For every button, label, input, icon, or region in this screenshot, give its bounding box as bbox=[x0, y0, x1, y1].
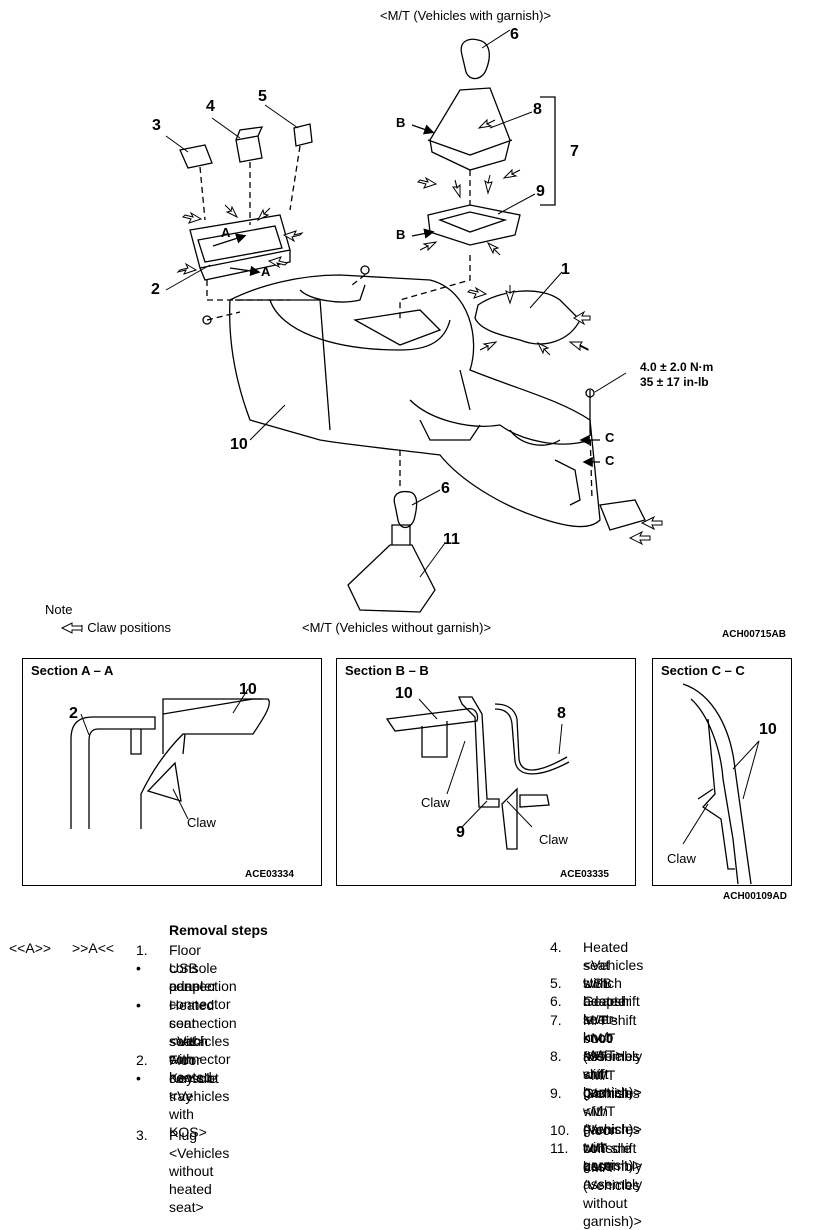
section-marker-a2: A bbox=[261, 264, 271, 279]
section-c-claw: Claw bbox=[667, 851, 696, 866]
step-text: Key slot <Vehicles with KOS> bbox=[169, 1070, 230, 1140]
caption-with-garnish: <M/T (Vehicles with garnish)> bbox=[380, 8, 551, 23]
section-a-title: Section A – A bbox=[31, 663, 114, 678]
step-number: 4. bbox=[550, 939, 562, 955]
diagram-code-main: ACH00715AB bbox=[722, 629, 786, 640]
section-a-box: Section A – A 2 10 Claw ACE03334 bbox=[22, 658, 322, 886]
section-b-drawing bbox=[385, 696, 570, 850]
section-c-drawing bbox=[682, 683, 760, 885]
step-number: 6. bbox=[550, 993, 562, 1009]
garnish-shape bbox=[427, 204, 521, 246]
step-text: Heated seat switch connector bbox=[169, 997, 231, 1067]
section-b-label-10: 10 bbox=[395, 685, 413, 702]
step-number: 3. bbox=[136, 1127, 148, 1143]
callout-9: 9 bbox=[536, 183, 545, 200]
section-marker-b1: B bbox=[396, 115, 406, 130]
step-text: Plug bbox=[169, 1127, 198, 1143]
torque-nm: 4.0 ± 2.0 N·m bbox=[640, 360, 714, 374]
step-text: <M/T (Vehicles with garnish)> bbox=[583, 1103, 642, 1173]
step-text: Floor console assembly bbox=[583, 1122, 643, 1174]
section-marker-c1: C bbox=[605, 430, 615, 445]
section-c-box: Section C – C 10 Claw bbox=[652, 658, 792, 886]
callout-8: 8 bbox=[533, 101, 542, 118]
knob-top-shape bbox=[460, 38, 490, 80]
removal-steps-title: Removal steps bbox=[169, 922, 268, 938]
section-b-label-9: 9 bbox=[456, 824, 465, 841]
section-a-drawing bbox=[70, 688, 270, 829]
callout-6-top: 6 bbox=[510, 26, 519, 43]
section-marker-c2: C bbox=[605, 453, 615, 468]
step-number: • bbox=[136, 1070, 141, 1086]
step-text: <M/T (Vehicles without garnish)> bbox=[583, 1159, 642, 1229]
section-b-label-8: 8 bbox=[557, 705, 566, 722]
section-b-title: Section B – B bbox=[345, 663, 429, 678]
step-text: connection bbox=[169, 978, 237, 994]
floor-console-panel-shape bbox=[474, 290, 581, 345]
reference-marker-installation: >>A<< bbox=[72, 940, 115, 956]
section-a-label-2: 2 bbox=[69, 705, 78, 722]
step-text: connection <Vehicles with heated bbox=[169, 1015, 237, 1085]
step-number: • bbox=[136, 997, 141, 1013]
step-number: 11. bbox=[550, 1140, 569, 1156]
step-text: Heated seat switch bbox=[583, 939, 629, 991]
plug-shape bbox=[179, 144, 213, 169]
note-claw-positions: : Claw positions bbox=[80, 620, 172, 635]
step-number: 8. bbox=[550, 1048, 562, 1064]
step-number: 10. bbox=[550, 1122, 570, 1138]
boot-assembly-shape bbox=[347, 544, 436, 613]
step-text: USB adapter connector bbox=[169, 960, 231, 1012]
step-number: 2. bbox=[136, 1052, 148, 1068]
callout-6-bottom: 6 bbox=[441, 480, 450, 497]
torque-inlb: 35 ± 17 in-lb bbox=[640, 375, 709, 389]
callout-5: 5 bbox=[258, 88, 267, 105]
step-text: Floor console panel bbox=[169, 942, 218, 994]
section-marker-a1: A bbox=[221, 225, 231, 240]
section-b-claw-left: Claw bbox=[421, 795, 450, 810]
step-text: Gearshift lever knob <M/T> bbox=[583, 993, 640, 1063]
step-text: <M/T (Vehicles with garnish)> bbox=[583, 1067, 642, 1137]
step-number: 9. bbox=[550, 1085, 562, 1101]
callout-7: 7 bbox=[570, 143, 579, 160]
callout-11: 11 bbox=[443, 531, 460, 548]
knob-bottom-shape bbox=[393, 490, 418, 529]
section-b-box: Section B – B 10 8 9 Claw Claw ACE03335 bbox=[336, 658, 636, 886]
step-text: <Vehicles without heated seat> bbox=[169, 1145, 230, 1215]
step-number: 7. bbox=[550, 1012, 562, 1028]
section-a-claw: Claw bbox=[187, 815, 216, 830]
step-number: 5. bbox=[550, 975, 562, 991]
section-marker-b2: B bbox=[396, 227, 406, 242]
callout-2: 2 bbox=[151, 281, 160, 298]
floor-console-tray-shape bbox=[189, 214, 291, 281]
section-b-claw-right: Claw bbox=[539, 832, 568, 847]
step-text: USB adapter bbox=[583, 975, 631, 1009]
step-text: Garnish bbox=[583, 1085, 633, 1101]
step-text: seat> bbox=[169, 1033, 204, 1049]
step-text: M/T shift boot bbox=[583, 1048, 611, 1100]
section-a-label-10: 10 bbox=[239, 681, 257, 698]
heated-seat-switch-shape bbox=[235, 126, 264, 163]
step-text: Floor console tray bbox=[169, 1052, 218, 1104]
callout-10: 10 bbox=[230, 436, 248, 453]
section-c-label-10: 10 bbox=[759, 721, 777, 738]
callout-4: 4 bbox=[206, 98, 215, 115]
section-b-code: ACE03335 bbox=[560, 869, 609, 880]
caption-without-garnish: <M/T (Vehicles without garnish)> bbox=[302, 620, 492, 635]
diagram-code-sections: ACH00109AD bbox=[723, 891, 787, 902]
reference-marker-removal: <<A>> bbox=[9, 940, 52, 956]
callout-1: 1 bbox=[561, 261, 570, 278]
note-title: Note bbox=[45, 602, 73, 617]
torque-spec: 4.0 ± 2.0 N·m 35 ± 17 in-lb bbox=[640, 360, 713, 390]
usb-adapter-shape bbox=[293, 123, 313, 147]
step-number: • bbox=[136, 960, 141, 976]
step-number: 1. bbox=[136, 942, 148, 958]
section-c-title: Section C – C bbox=[661, 663, 745, 678]
step-text: <Vehicles with heated seat> bbox=[583, 957, 644, 1027]
exploded-diagram bbox=[60, 29, 663, 634]
floor-console-assembly-shape bbox=[229, 274, 646, 531]
step-text: <M/T (Vehicles with garnish)> bbox=[583, 1030, 642, 1100]
step-text: M/T shift boot assembly bbox=[583, 1012, 643, 1064]
callout-3: 3 bbox=[152, 117, 161, 134]
shift-boot-shape bbox=[429, 87, 511, 171]
section-a-code: ACE03334 bbox=[245, 869, 294, 880]
